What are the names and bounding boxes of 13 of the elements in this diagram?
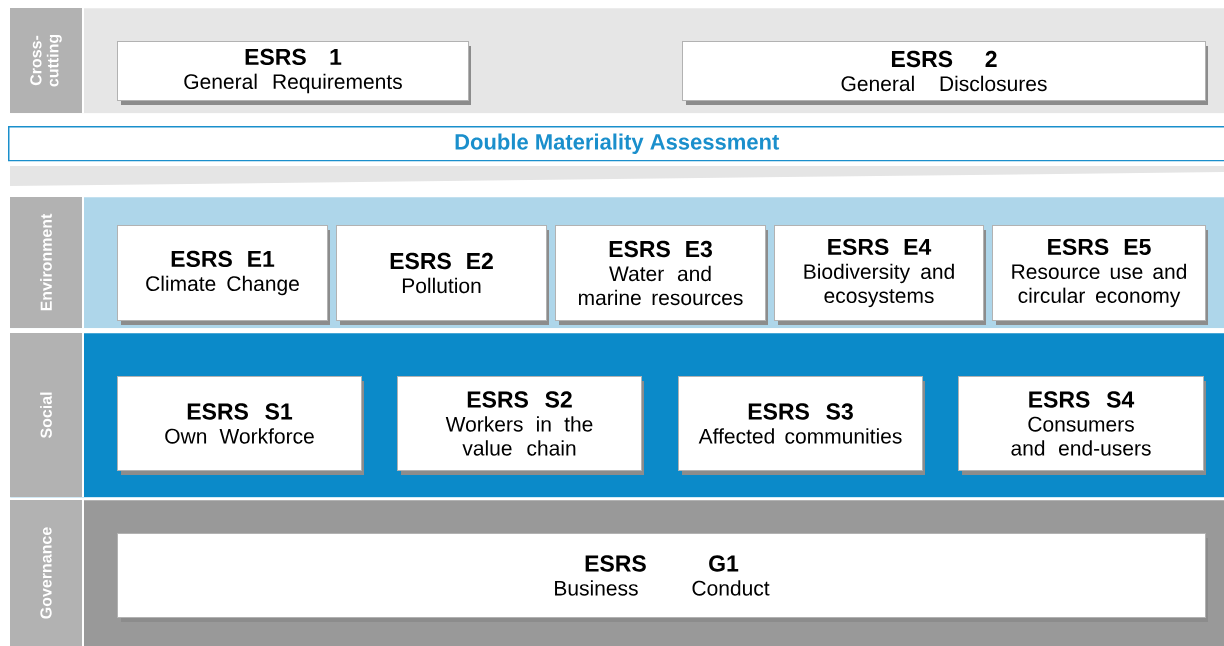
standard-box: ESRS E4 Biodiversity and ecosystems — [774, 225, 986, 325]
standard-box: ESRS S2 Workers in the value chain — [397, 376, 644, 475]
standard-box: ESRS S3 Affected communities — [678, 376, 925, 475]
standard-box: ESRS 2 General Disclosures — [682, 41, 1208, 105]
standard-box: ESRS E2 Pollution — [336, 225, 549, 325]
standard-box: ESRS G1 Business Conduct — [117, 533, 1208, 622]
standard-box: ESRS E1 Climate Change — [117, 225, 330, 325]
banner-bar: Double Materiality Assessment — [8, 126, 1224, 186]
standard-box: ESRS S1 Own Workforce — [117, 376, 364, 475]
standard-box: ESRS E5 Resource use and circular economy — [992, 225, 1208, 325]
standard-box: ESRS S4 Consumers and end-users — [958, 376, 1206, 475]
standard-box: ESRS E3 Water and marine resources — [555, 225, 768, 325]
standard-box: ESRS 1 General Requirements — [117, 41, 471, 105]
